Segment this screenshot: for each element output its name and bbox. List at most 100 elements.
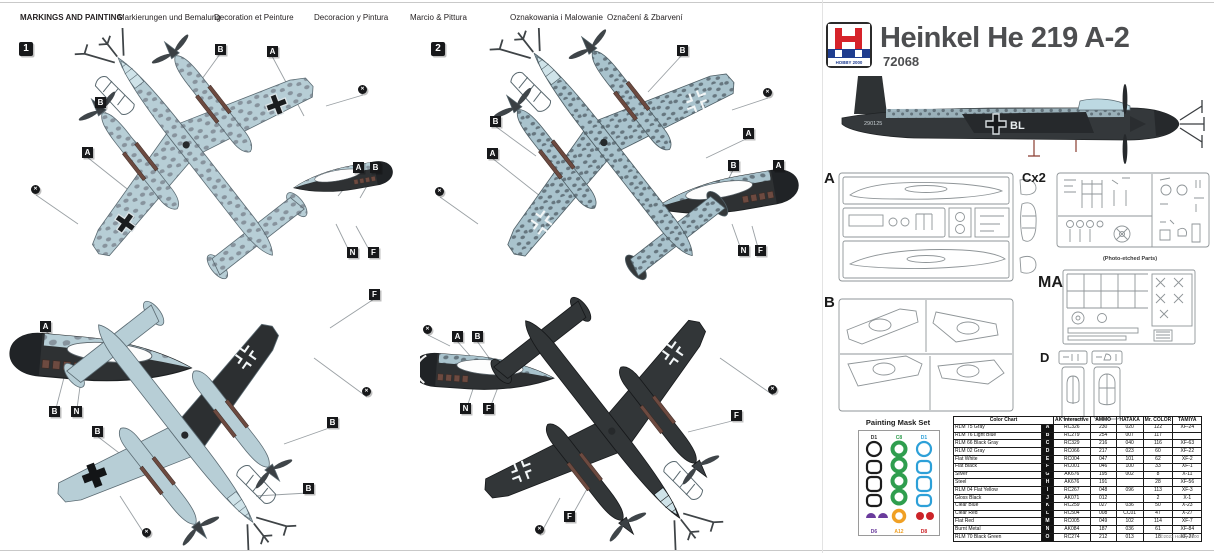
color-callout-B: B <box>92 426 103 437</box>
swastika-position-marker: ✕ <box>423 325 432 334</box>
hobby2000-logo-art: HOBBY 2000 <box>828 24 870 66</box>
color-callout-B: B <box>472 331 483 342</box>
color-callout-F: F <box>368 247 379 258</box>
color-callout-A: A <box>353 162 364 173</box>
swastika-position-marker: ✕ <box>435 187 444 196</box>
color-callout-N: N <box>460 403 471 414</box>
fuselage-code: BL <box>1010 120 1025 132</box>
gear-indicator <box>1028 140 1077 157</box>
language-label: MARKINGS AND PAINTING <box>20 13 123 22</box>
sprue-a-label: A <box>824 170 835 187</box>
color-callout-A: A <box>40 321 51 332</box>
propeller-blade-bottom <box>1122 134 1128 164</box>
swastika-position-marker: ✕ <box>31 185 40 194</box>
aircraft-bottom-view-2 <box>484 296 724 550</box>
color-callout-B: B <box>215 44 226 55</box>
color-callout-F: F <box>564 511 575 522</box>
aircraft-top-view-camo-2 <box>489 28 735 281</box>
sprue-c-diagram <box>1056 172 1210 248</box>
sprue-b-diagram <box>838 298 1014 412</box>
sprue-b-label: B <box>824 294 835 311</box>
mask-label-d1-black: D1 <box>871 435 878 441</box>
mask-set-diagram: D1 C8 D1 D6 A12 D8 <box>858 430 940 536</box>
color-callout-B: B <box>728 160 739 171</box>
color-callout-A: A <box>82 147 93 158</box>
top-border-line <box>0 2 1214 3</box>
aircraft-top-view-camo-1 <box>74 28 314 280</box>
color-callout-N: N <box>347 247 358 258</box>
canopy-masks-blue <box>915 440 933 508</box>
nacelle-side-view-right-2 <box>654 169 799 214</box>
language-label: Marcio & Pittura <box>410 13 467 22</box>
color-callout-F: F <box>369 289 380 300</box>
color-callout-B: B <box>677 45 688 56</box>
copyright-text: ©2023 Hobby 2000 <box>1160 534 1199 539</box>
aircraft-side-profile: BL 290125 <box>841 76 1205 164</box>
mask-label-d1-blue: D1 <box>921 435 928 441</box>
nose-antenna-array-icon <box>1179 100 1205 148</box>
swastika-position-marker: ✕ <box>142 528 151 537</box>
tail-code: 290125 <box>864 121 882 127</box>
color-callout-B: B <box>303 483 314 494</box>
bottom-border-line <box>0 550 1214 551</box>
swastika-position-marker: ✕ <box>535 525 544 534</box>
photo-etched-note: (Photo-etched Parts) <box>1102 256 1158 262</box>
kit-number: 72068 <box>883 54 920 69</box>
mask-label-d6: D6 <box>871 529 878 535</box>
fuselage-cross <box>985 113 1007 135</box>
logo-text: HOBBY 2000 <box>836 60 863 65</box>
spinner <box>1130 116 1146 132</box>
color-callout-F: F <box>731 410 742 421</box>
color-callout-F: F <box>755 245 766 256</box>
sprue-a-side-parts <box>1019 179 1037 274</box>
nacelle-side-view-left-2 <box>420 352 555 390</box>
language-label: Oznakowania i Malowanie <box>510 13 603 22</box>
scheme-art <box>420 28 799 550</box>
color-callout-B: B <box>49 406 60 417</box>
hobby2000-logo: HOBBY 2000 <box>826 22 872 68</box>
swastika-position-marker: ✕ <box>763 88 772 97</box>
mask-label-d8: D8 <box>921 529 928 535</box>
color-callout-B: B <box>370 162 381 173</box>
color-callout-B: B <box>95 97 106 108</box>
color-callout-N: N <box>738 245 749 256</box>
masks-red <box>916 512 934 520</box>
color-callout-A: A <box>267 46 278 57</box>
language-label: Decoracion y Pintura <box>314 13 389 22</box>
language-label: Markierungen und Bemalung <box>118 13 221 22</box>
tail-fin <box>854 76 887 114</box>
sprue-c-label: Cx2 <box>1022 170 1046 185</box>
fret-ma-diagram <box>1062 269 1196 345</box>
color-callout-A: A <box>452 331 463 342</box>
color-callout-N: N <box>71 406 82 417</box>
scheme-number-badge: 2 <box>431 42 445 56</box>
language-label: Označení & Zbarvení <box>607 13 683 22</box>
swastika-position-marker: ✕ <box>768 385 777 394</box>
swastika-position-marker: ✕ <box>358 85 367 94</box>
color-callout-B: B <box>490 116 501 127</box>
sprue-a-diagram <box>838 172 1014 282</box>
propeller-blade-top <box>1122 84 1128 114</box>
scheme-number-badge: 1 <box>19 42 33 56</box>
wheel-masks-green <box>890 440 908 506</box>
mask-label-a12: A12 <box>894 529 903 535</box>
canopy <box>1077 98 1131 111</box>
masks-purple <box>866 513 888 518</box>
color-callout-B: B <box>327 417 338 428</box>
mask-label-c8-green: C8 <box>896 435 903 441</box>
color-callout-F: F <box>483 403 494 414</box>
